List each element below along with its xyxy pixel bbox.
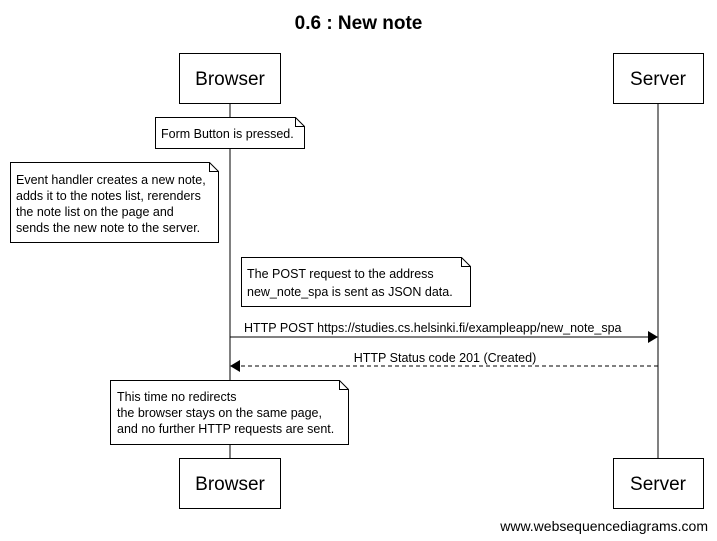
message-http-post-label: HTTP POST https://studies.cs.helsinki.fi… <box>244 321 622 335</box>
note-form-button: Form Button is pressed. <box>155 117 305 149</box>
server-actor-label: Server <box>630 474 687 495</box>
note-post-request: The POST request to the address new_note… <box>241 257 471 307</box>
note-no-redirects-line: the browser stays on the same page, <box>117 406 322 420</box>
browser-actor-label: Browser <box>195 474 265 495</box>
diagram-title: 0.6 : New note <box>295 13 423 34</box>
message-http-post: HTTP POST https://studies.cs.helsinki.fi… <box>230 321 658 343</box>
message-http-response: HTTP Status code 201 (Created) <box>230 351 658 372</box>
note-event-handler-line: Event handler creates a new note, <box>16 173 206 187</box>
note-event-handler-line: adds it to the notes list, rerenders <box>16 189 201 203</box>
browser-actor-bottom: Browser <box>179 458 281 509</box>
note-post-request-line: new_note_spa is sent as JSON data. <box>247 285 453 299</box>
browser-actor-label: Browser <box>195 69 265 90</box>
message-http-response-label: HTTP Status code 201 (Created) <box>354 351 537 365</box>
note-event-handler: Event handler creates a new note, adds i… <box>10 162 219 243</box>
note-no-redirects-line: and no further HTTP requests are sent. <box>117 422 334 436</box>
browser-actor-top: Browser <box>179 53 281 104</box>
server-actor-bottom: Server <box>613 458 704 509</box>
note-no-redirects-line: This time no redirects <box>117 390 236 404</box>
note-post-request-line: The POST request to the address <box>247 267 434 281</box>
note-form-button-line: Form Button is pressed. <box>161 127 294 141</box>
note-no-redirects: This time no redirects the browser stays… <box>110 380 349 445</box>
note-event-handler-line: sends the new note to the server. <box>16 221 200 235</box>
server-actor-top: Server <box>613 53 704 104</box>
server-actor-label: Server <box>630 69 687 90</box>
footer-credit: www.websequencediagrams.com <box>499 518 708 534</box>
note-event-handler-line: the note list on the page and <box>16 205 174 219</box>
